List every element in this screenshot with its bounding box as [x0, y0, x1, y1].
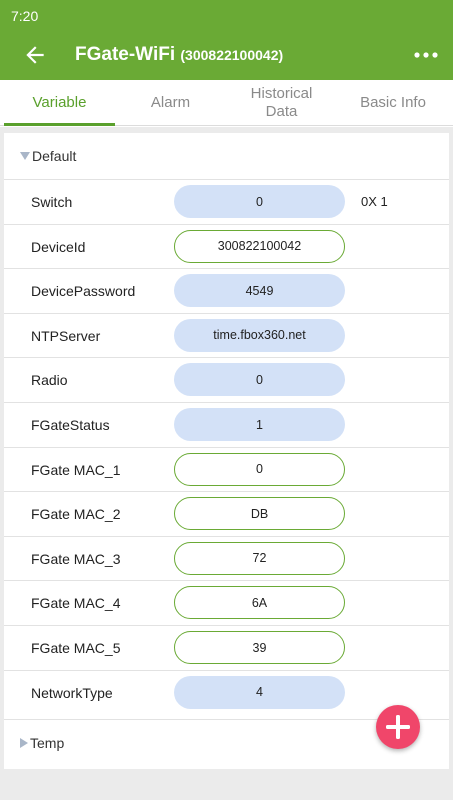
variable-row: NTPServer time.fbox360.net — [4, 312, 449, 358]
variable-label: DevicePassword — [31, 283, 136, 300]
variable-row: DeviceId 300822100042 — [4, 223, 449, 269]
tab-basic-info[interactable]: Basic Info — [360, 94, 426, 111]
variable-label: NetworkType — [31, 684, 113, 701]
variable-row: Switch 0 0X 1 — [4, 179, 449, 224]
variable-row: FGate MAC_4 6A — [4, 580, 449, 625]
app-bar: FGate-WiFi (300822100042) — [0, 30, 453, 80]
group-name: Default — [32, 148, 77, 164]
variable-label: NTPServer — [31, 327, 101, 344]
arrow-back-icon[interactable] — [22, 42, 48, 68]
tab-indicator — [4, 123, 115, 126]
variable-row: DevicePassword 4549 — [4, 268, 449, 313]
tab-alarm[interactable]: Alarm — [150, 94, 191, 111]
variable-row: FGate MAC_2 DB — [4, 491, 449, 536]
variable-row: FGate MAC_5 39 — [4, 625, 449, 670]
variable-row: NetworkType 4 — [4, 669, 449, 715]
variable-row: Radio 0 — [4, 357, 449, 402]
variable-row: FGate MAC_1 0 — [4, 446, 449, 492]
tab-bar: Variable Alarm Historical Data Basic Inf… — [0, 80, 453, 126]
tab-historical-data[interactable]: Historical Data — [250, 85, 313, 120]
variable-value-input[interactable]: 72 — [174, 541, 345, 575]
variable-label: FGate MAC_5 — [31, 640, 121, 656]
group-name: Temp — [30, 734, 65, 751]
variable-label: DeviceId — [31, 238, 86, 255]
variable-value-input[interactable]: 300822100042 — [174, 229, 345, 263]
group-header-default[interactable]: Default — [4, 133, 449, 179]
variable-value-readonly: 4 — [174, 675, 345, 709]
plus-icon — [386, 715, 410, 739]
variable-value-readonly: 0 — [174, 185, 345, 218]
variable-label: FGate MAC_3 — [31, 550, 121, 567]
variable-value-readonly: 0 — [174, 363, 345, 397]
device-serial: (300822100042) — [180, 47, 284, 63]
variable-value-input[interactable]: 0 — [174, 452, 345, 486]
page-title: FGate-WiFi (300822100042) — [75, 44, 283, 66]
variable-value-input[interactable]: 6A — [174, 586, 345, 620]
group-header-temp[interactable]: Temp — [4, 719, 449, 765]
variable-value-readonly: time.fbox360.net — [174, 318, 345, 352]
variable-extra-value: 0X 1 — [361, 194, 388, 209]
variable-row: FGate MAC_3 72 — [4, 535, 449, 581]
tab-variable[interactable]: Variable — [32, 94, 87, 111]
variable-row: FGateStatus 1 — [4, 402, 449, 447]
variable-label: FGate MAC_2 — [31, 506, 121, 523]
variable-label: FGateStatus — [31, 417, 110, 433]
variable-label: FGate MAC_1 — [31, 461, 121, 478]
variable-label: FGate MAC_4 — [31, 595, 121, 612]
status-bar: 7:20 — [0, 0, 453, 30]
status-time: 7:20 — [11, 8, 39, 24]
variable-value-readonly: 1 — [174, 408, 345, 441]
add-button[interactable] — [376, 705, 420, 749]
more-vert-icon[interactable] — [413, 42, 439, 68]
variable-value-input[interactable]: DB — [174, 497, 345, 531]
variable-value-readonly: 4549 — [174, 274, 345, 308]
expanded-triangle-icon — [20, 152, 30, 160]
collapsed-triangle-icon — [20, 737, 28, 748]
device-name: FGate-WiFi — [75, 44, 176, 65]
variable-label: Switch — [31, 194, 73, 210]
variable-label: Radio — [31, 372, 68, 389]
variable-value-input[interactable]: 39 — [174, 631, 345, 664]
